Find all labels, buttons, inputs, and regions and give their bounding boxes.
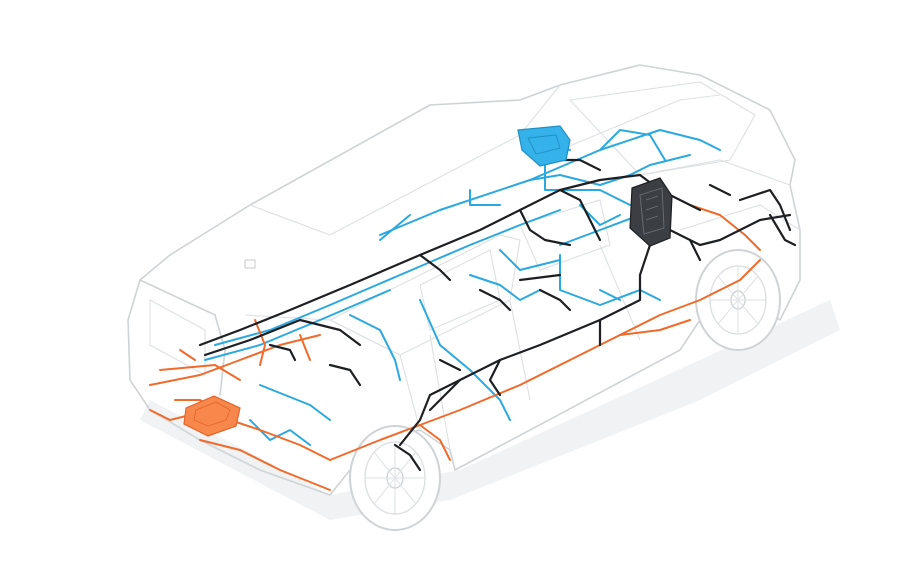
engine-bay-control-module (629, 177, 673, 247)
front-right-wheel (695, 249, 781, 351)
rear-control-module (183, 395, 241, 437)
rear-right-wheel (349, 425, 441, 531)
roof-control-module (517, 125, 571, 167)
black-harness (198, 158, 797, 472)
ground-shadow (140, 300, 840, 520)
orange-harness (149, 204, 761, 491)
